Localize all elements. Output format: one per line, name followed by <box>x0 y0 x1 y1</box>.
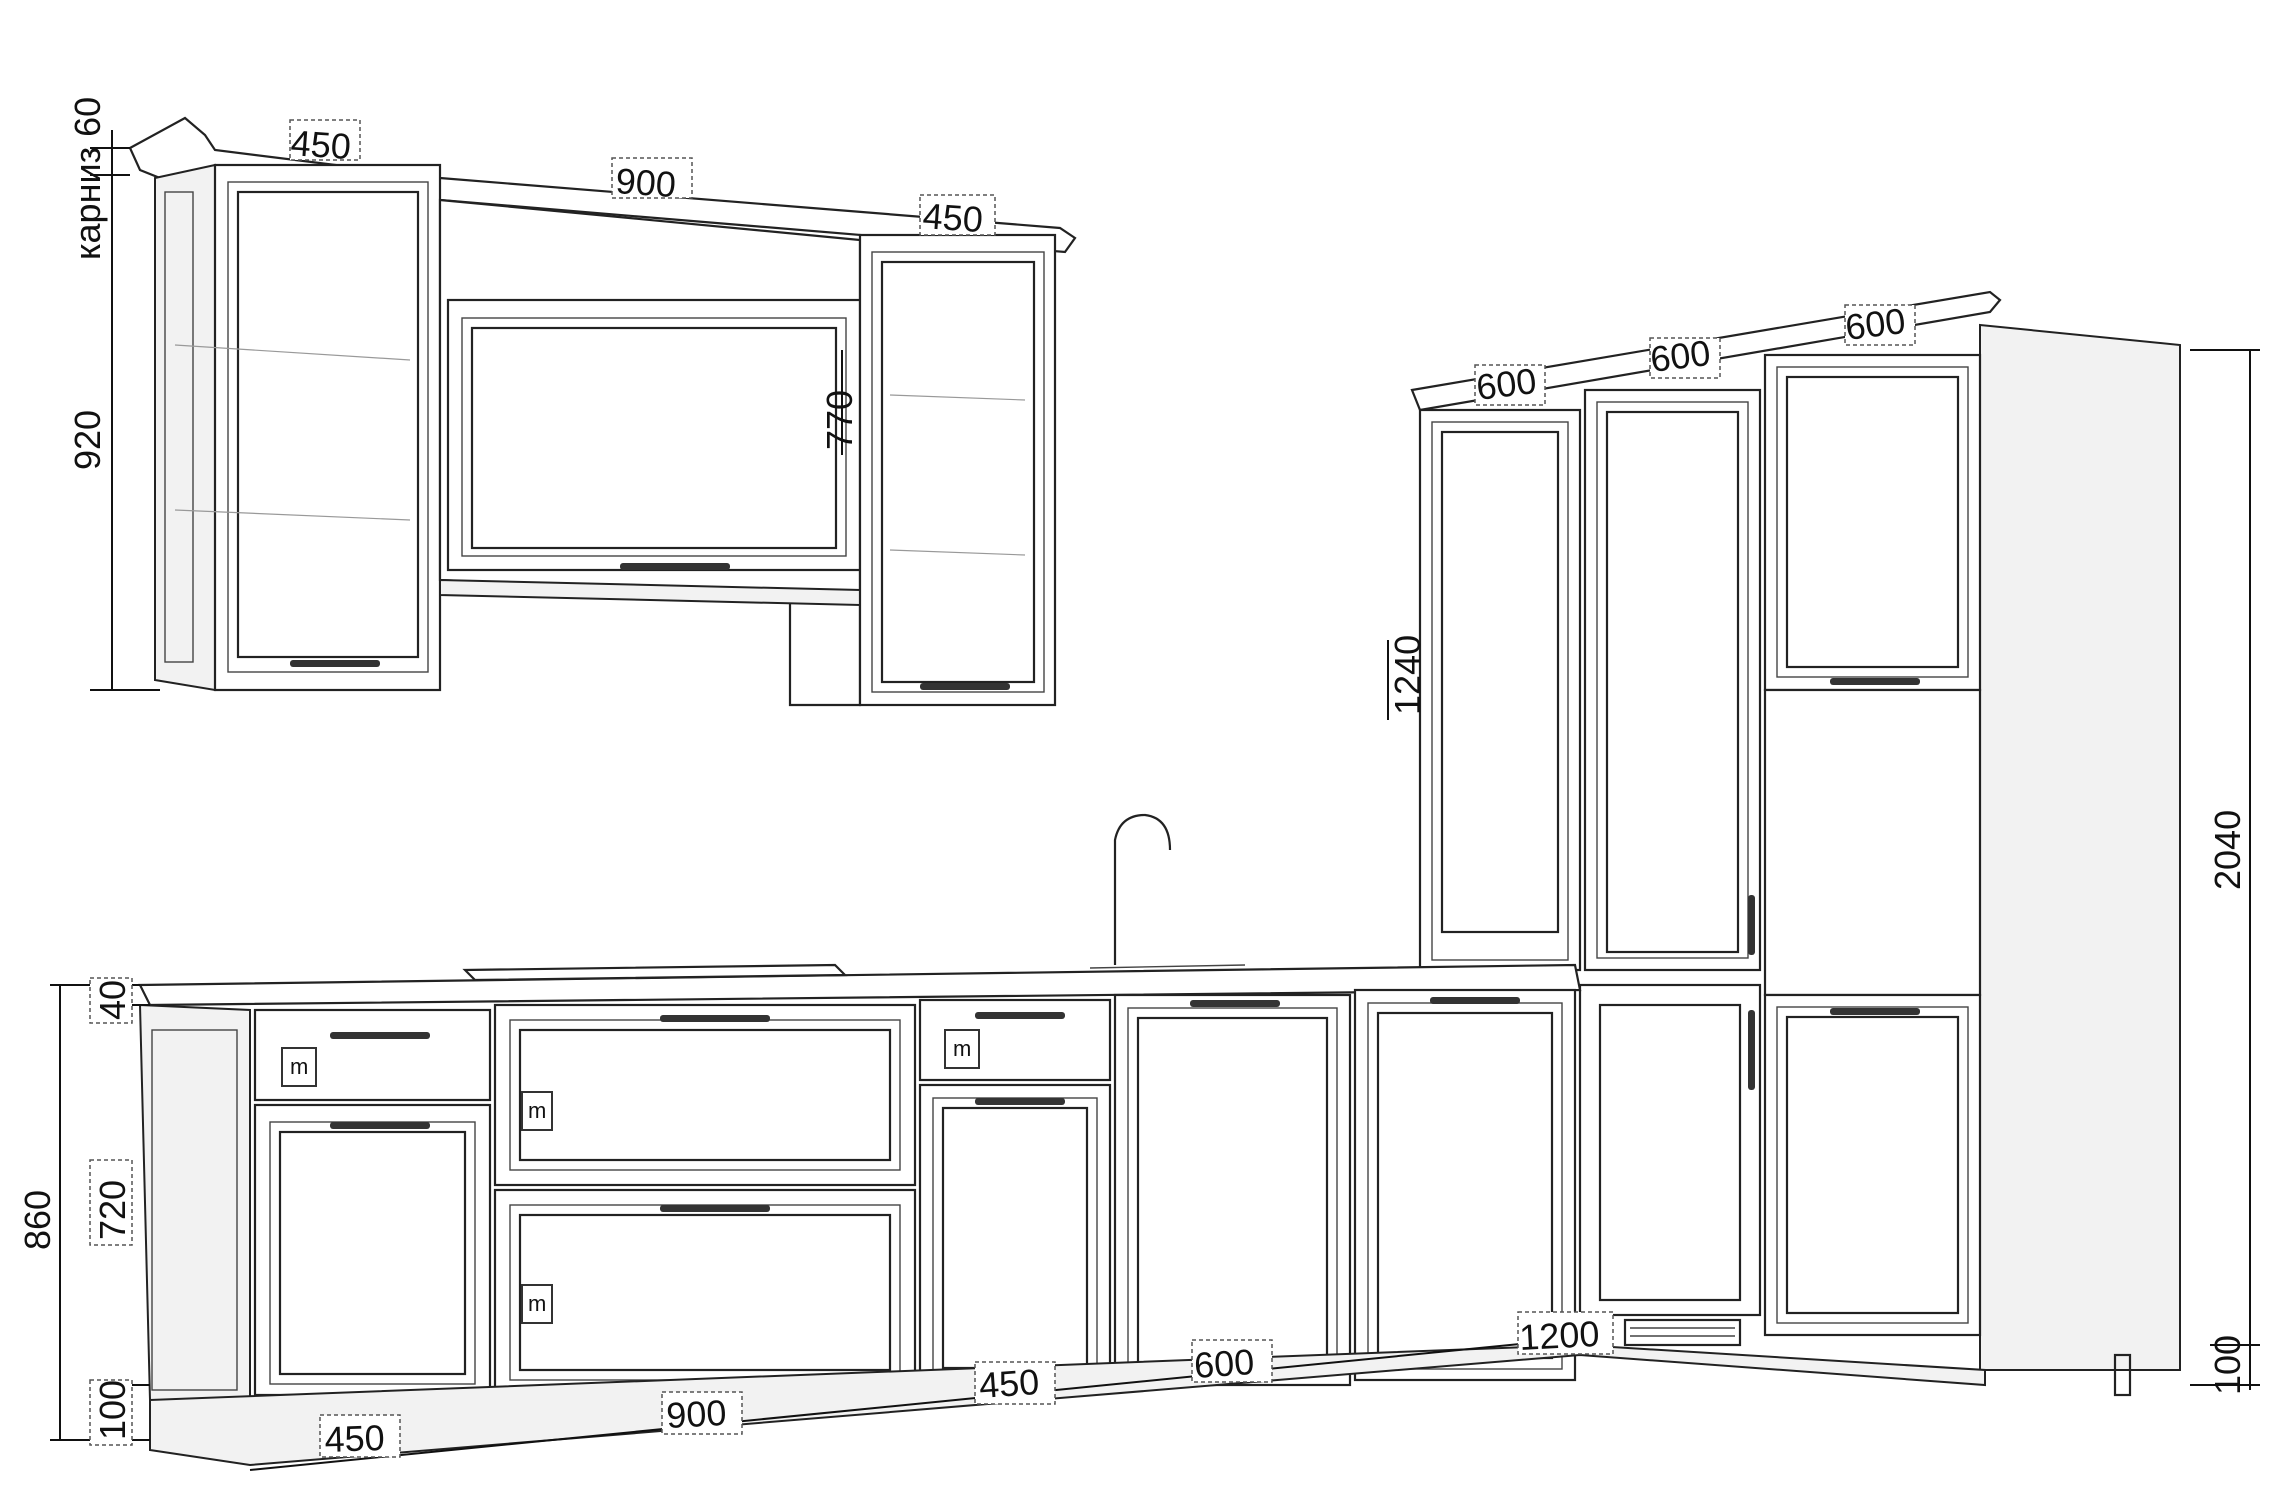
svg-text:1200: 1200 <box>1518 1313 1600 1358</box>
svg-text:m: m <box>528 1291 546 1316</box>
dim-upper-w1: 450 <box>289 119 361 167</box>
right-glass-cabinet <box>858 233 1057 707</box>
dim-tall-w2: 600 <box>1648 332 1721 380</box>
svg-text:450: 450 <box>978 1361 1041 1406</box>
dim-tall-w3: 600 <box>1843 300 1916 348</box>
svg-text:920: 920 <box>67 410 108 470</box>
svg-text:600: 600 <box>1474 360 1539 408</box>
svg-text:40: 40 <box>92 980 133 1020</box>
dim-base-w4: 600 <box>1191 1339 1273 1386</box>
left-glass-cabinet <box>154 163 442 692</box>
svg-text:770: 770 <box>819 390 860 450</box>
svg-text:1240: 1240 <box>1387 635 1428 715</box>
dim-upper-w2: 900 <box>611 157 693 205</box>
svg-text:m: m <box>953 1036 971 1061</box>
svg-text:m: m <box>528 1098 546 1123</box>
dim-cornice: карниз 60 <box>67 97 108 260</box>
countertop <box>138 963 1582 1007</box>
svg-text:450: 450 <box>289 122 352 167</box>
dim-base-plinth: 100 <box>89 1379 133 1446</box>
dim-tall-w1: 600 <box>1474 360 1546 408</box>
dim-base-w3: 450 <box>974 1361 1056 1406</box>
svg-text:450: 450 <box>921 195 984 240</box>
svg-text:450: 450 <box>324 1417 385 1460</box>
svg-text:100: 100 <box>92 1380 133 1440</box>
svg-text:600: 600 <box>1193 1341 1256 1386</box>
svg-text:2040: 2040 <box>2207 810 2248 890</box>
dim-tall-upper-height: 1240 <box>1387 635 1428 720</box>
base-cabinets: m m m m <box>138 813 1986 1467</box>
dim-countertop: 40 <box>89 977 133 1024</box>
dim-hood-height: 770 <box>819 350 860 455</box>
dim-upper-height: 920 <box>67 410 108 470</box>
svg-text:600: 600 <box>1648 332 1713 380</box>
dim-base-total: 860 <box>17 1190 58 1250</box>
hood-niche <box>438 198 862 707</box>
drawer-marks: m m m m <box>281 1029 980 1324</box>
faucet <box>1113 813 1172 965</box>
svg-text:100: 100 <box>2207 1335 2248 1395</box>
dim-base-w2: 900 <box>661 1391 743 1436</box>
dimensions: карниз 60 920 450 900 450 770 600 600 <box>17 97 2260 1471</box>
upper-cabinets <box>128 116 1077 707</box>
dim-base-w1: 450 <box>319 1414 401 1460</box>
dim-base-body: 720 <box>89 1159 133 1246</box>
dim-base-w5: 1200 <box>1517 1311 1614 1358</box>
svg-text:900: 900 <box>614 160 677 205</box>
svg-text:600: 600 <box>1843 300 1908 348</box>
hob <box>462 963 848 982</box>
svg-text:720: 720 <box>92 1180 133 1240</box>
svg-text:m: m <box>290 1054 308 1079</box>
tall-cabinets <box>1410 290 2181 1397</box>
svg-text:860: 860 <box>17 1190 58 1250</box>
dim-tall-total: 2040 100 <box>2190 349 2260 1395</box>
dim-upper-w3: 450 <box>919 194 996 240</box>
svg-text:карниз 60: карниз 60 <box>67 97 108 260</box>
svg-text:900: 900 <box>665 1392 727 1436</box>
